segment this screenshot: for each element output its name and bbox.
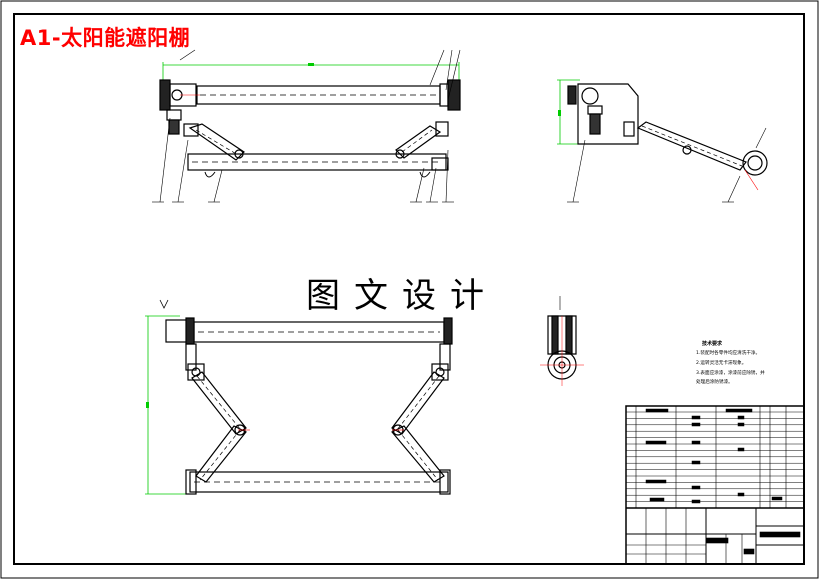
side-view [557,79,768,203]
title-block-cell-text [771,496,783,501]
tech-requirement-line: 处理后涂防锈漆。 [696,380,733,385]
front-view [152,49,461,203]
title-block-cell-text [649,497,665,502]
title-block-cell-text [737,492,745,497]
title-block-cell-text [737,422,745,427]
title-block-cell-text [691,422,701,427]
title-block-cell-text [737,447,745,452]
title-block-cell-text [725,408,753,413]
title-block-cell-text [691,440,701,445]
title-block-cell-text [737,415,745,420]
detail-view [540,296,584,386]
title-block-cell-text [645,479,667,484]
tech-requirement-line: 1.装配时各零件均应清洗干净。 [696,351,761,356]
drawing-title: A1-太阳能遮阳棚 [20,26,191,50]
title-block-cell-text [691,460,701,465]
lower-view [145,299,453,495]
watermark-text: 图文设计 [306,276,498,316]
tech-requirement-line: 2.运转灵活无卡滞现象。 [696,361,747,366]
tech-requirement-line: 3.表面应涂漆，涂漆前应除锈，并 [696,371,765,376]
inner-border [13,13,805,565]
title-block-cell-text [645,440,667,445]
title-block-cell-text [691,485,701,490]
title-block-cell-text [691,415,701,420]
title-block-bottom [626,508,801,564]
tech-requirements-title: 技术要求 [702,341,723,347]
title-block-cell-text [691,499,701,504]
title-block-cell-text [645,408,669,413]
title-block-rows [626,408,804,509]
